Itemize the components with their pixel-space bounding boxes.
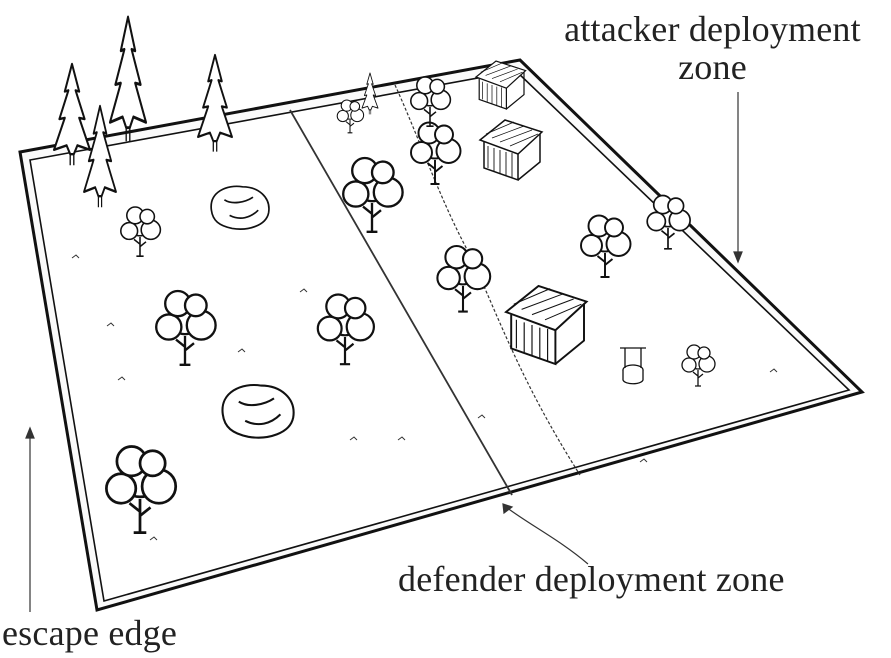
defender-zone-label: defender deployment zone [398, 559, 785, 599]
zone-divider-line [289, 109, 513, 496]
leader-arrows [25, 92, 743, 612]
escape-edge-label: escape edge [2, 613, 178, 653]
attacker-zone-label: attacker deployment zone [540, 10, 885, 86]
attacker-zone-label-line1: attacker deployment [564, 9, 861, 49]
grass-marks [71, 254, 778, 541]
well-icon [620, 347, 646, 385]
attacker-zone-label-line2: zone [678, 47, 747, 87]
